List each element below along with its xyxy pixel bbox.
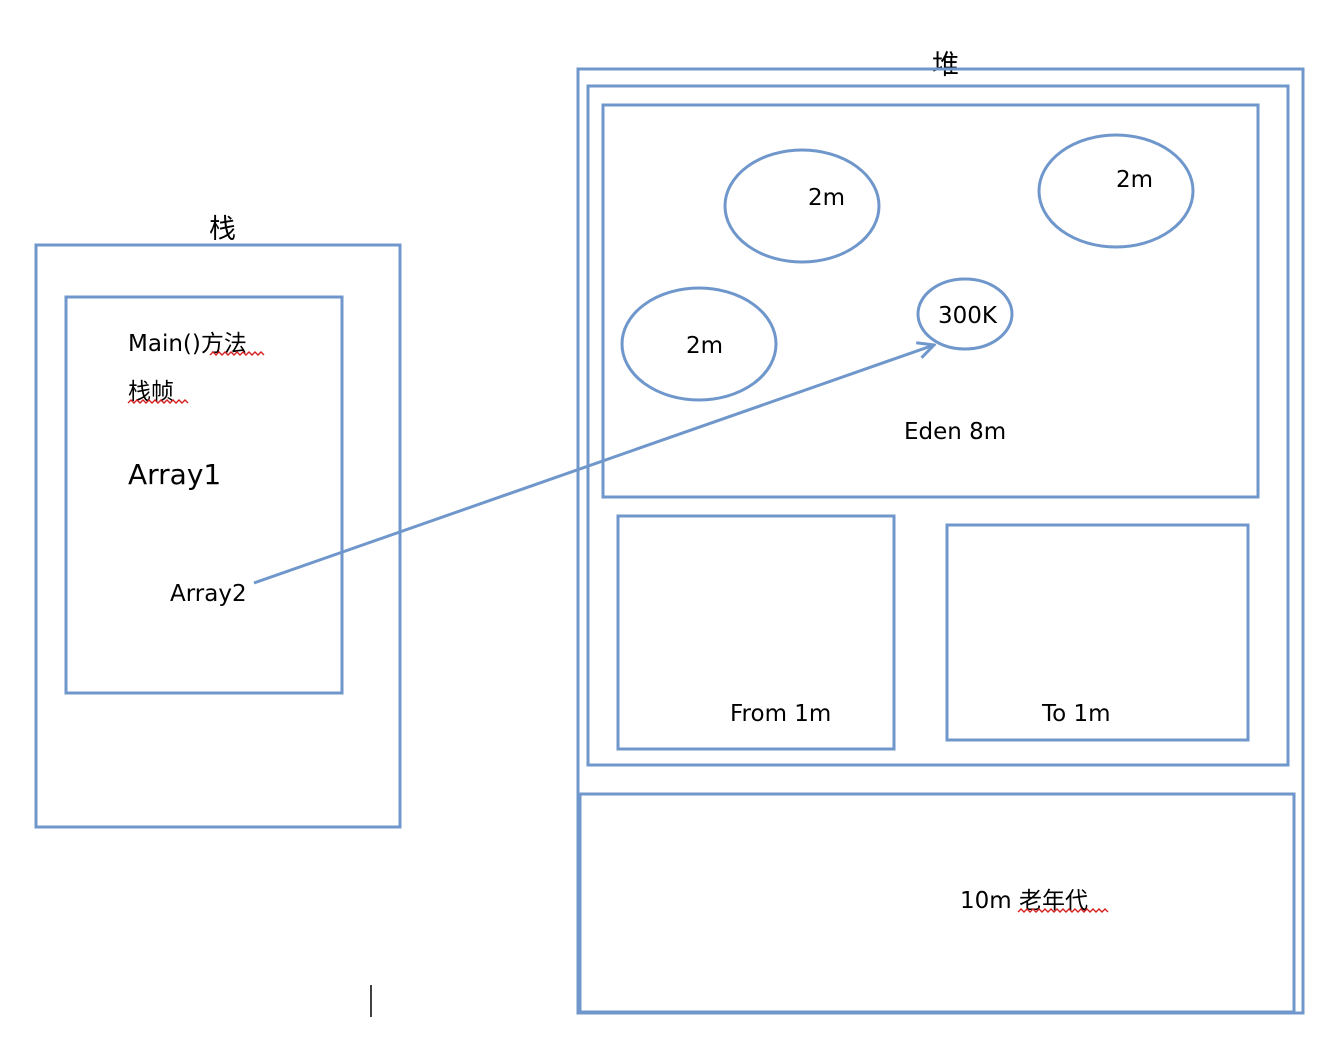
eden-label: Eden 8m <box>904 419 1006 445</box>
old-generation-box <box>578 792 1296 1014</box>
frame-method-label: Main()方法 <box>128 331 247 357</box>
eden-box <box>601 103 1260 499</box>
stack-box <box>34 243 402 829</box>
eden-object-ellipse <box>620 286 778 402</box>
old-generation-label: 10m 老年代 <box>960 888 1088 914</box>
from-survivor-box <box>616 514 896 751</box>
old-generation-name: 老年代 <box>1019 888 1088 914</box>
from-survivor-label: From 1m <box>730 701 831 727</box>
heap-box <box>576 67 1305 1015</box>
array2-label: Array2 <box>170 581 247 607</box>
spellcheck-underline <box>127 399 189 404</box>
eden-object-label: 2m <box>686 333 723 359</box>
reference-arrow <box>253 345 934 585</box>
old-generation-size: 10m <box>960 888 1019 914</box>
to-survivor-label: To 1m <box>1041 701 1111 727</box>
stack-frame-box <box>64 295 344 695</box>
eden-object-ellipse <box>916 277 1014 351</box>
heap-title: 堆 <box>932 50 959 81</box>
spellcheck-underline <box>209 351 265 356</box>
spellcheck-underline <box>1017 908 1109 913</box>
stack-title: 栈 <box>209 214 236 245</box>
eden-object-label: 2m <box>1116 167 1153 193</box>
eden-object-label: 300K <box>938 303 998 329</box>
array1-label: Array1 <box>128 458 221 491</box>
eden-object-ellipse <box>723 148 881 264</box>
to-survivor-box <box>945 523 1250 742</box>
young-generation-box <box>586 84 1290 767</box>
eden-object-label: 2m <box>808 185 845 211</box>
eden-object-ellipse <box>1037 133 1195 249</box>
